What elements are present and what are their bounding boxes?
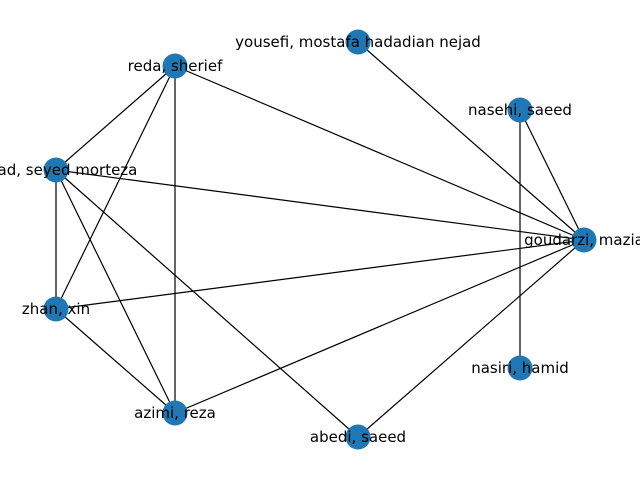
node-label-nasehi: nasehi, saeed [468,101,572,119]
node-label-zhan: zhan, xin [22,300,90,318]
node-abedi [345,424,371,450]
node-azimi [162,400,188,426]
node-nasehi [507,97,533,123]
node-yousefi [345,29,371,55]
edge-nejad-abedi [55,169,359,438]
node-label-yousefi: yousefi, mostafa hadadian nejad [235,33,481,51]
edge-reda-zhan [55,65,176,310]
edge-yousefi-goudarzi [357,41,585,241]
edge-nasehi-goudarzi [519,109,585,241]
node-nejad [43,157,69,183]
node-label-nejad: nejad, seyed morteza [0,161,137,179]
labels-layer: yousefi, mostafa hadadian nejad reda, she… [0,33,640,446]
edge-abedi-goudarzi [357,239,585,438]
edge-nejad-goudarzi [55,169,585,241]
node-label-reda: reda, sherief [128,57,223,75]
node-nasiri [507,355,533,381]
edge-nejad-azimi [55,169,176,414]
edges-layer [55,41,585,438]
node-label-azimi: azimi, reza [134,404,216,422]
node-label-nasiri: nasiri, hamid [471,359,569,377]
node-label-goudarzi: goudarzi, mazia [524,231,640,249]
edge-reda-nejad [55,65,176,171]
edge-reda-goudarzi [174,65,585,241]
node-zhan [43,296,69,322]
node-reda [162,53,188,79]
nodes-layer [43,29,597,450]
edge-zhan-azimi [55,308,176,414]
node-label-abedi: abedi, saeed [310,428,406,446]
node-goudarzi [571,227,597,253]
edge-zhan-goudarzi [55,239,585,310]
edge-azimi-goudarzi [174,239,585,414]
